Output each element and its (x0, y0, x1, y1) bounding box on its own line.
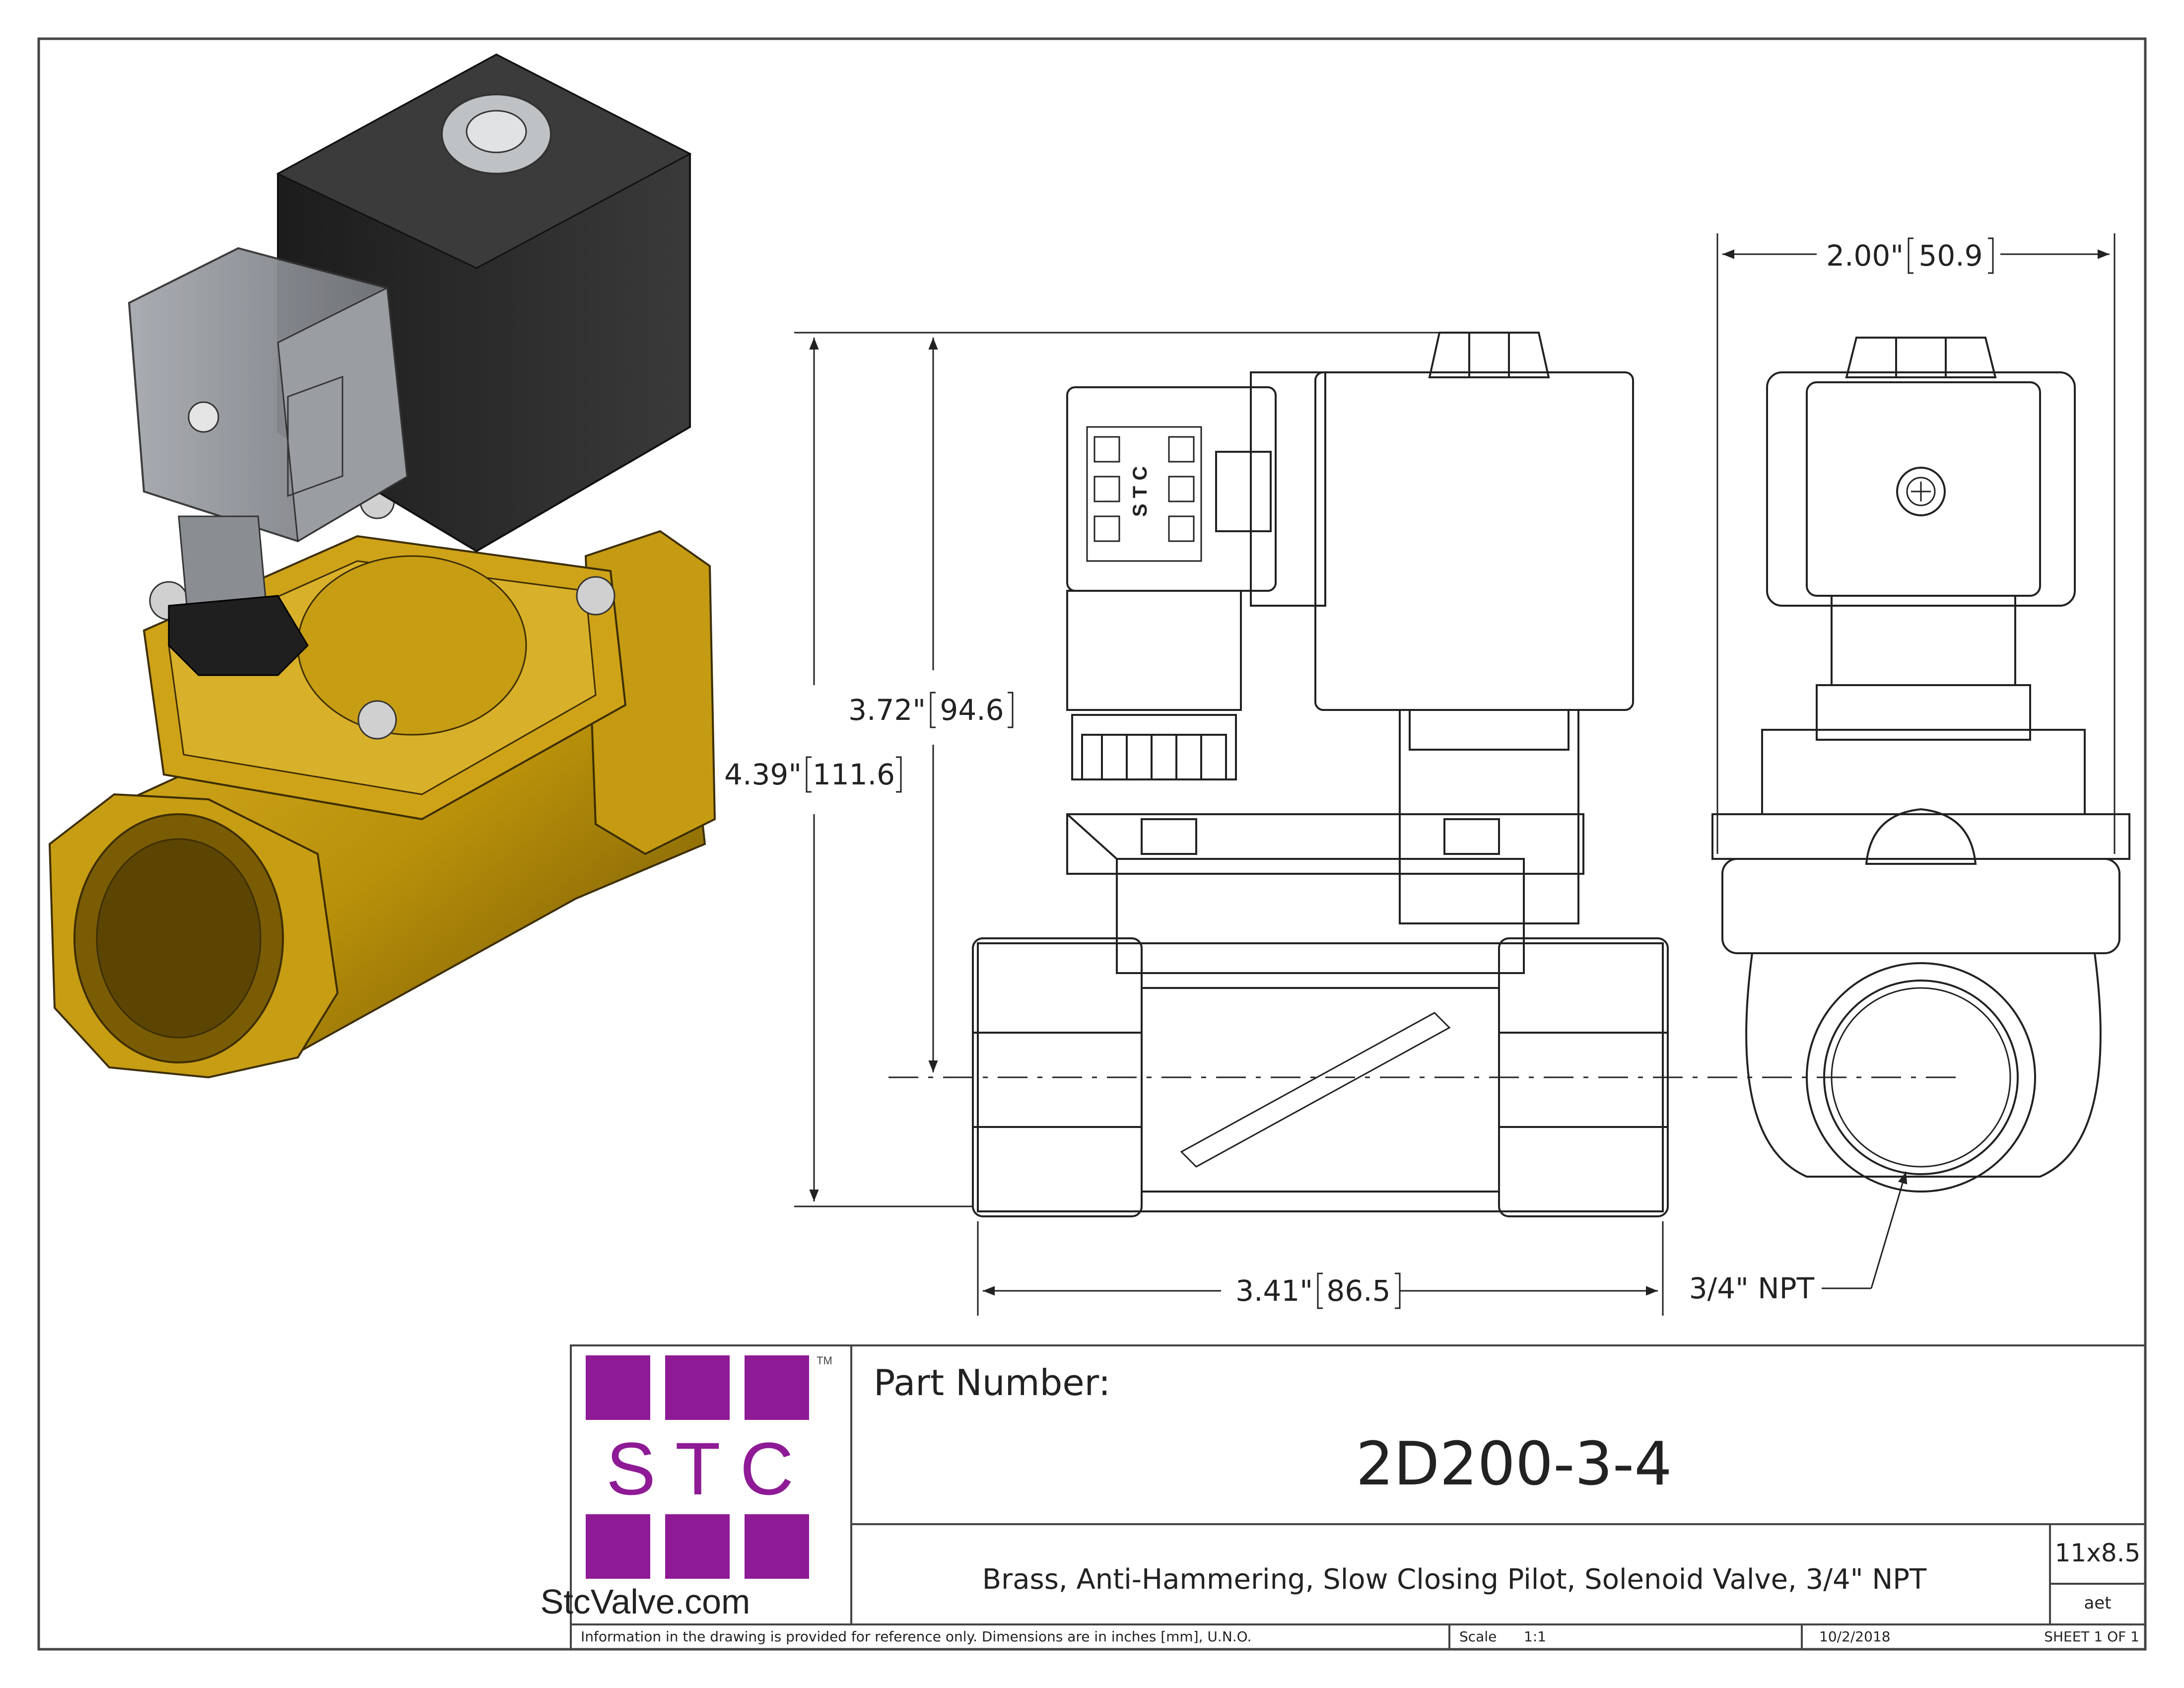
part-description: Brass, Anti-Hammering, Slow Closing Pilo… (982, 1563, 1927, 1596)
overall-length-dim: 3.41" (1235, 1274, 1313, 1308)
width-dim: 2.00" (1826, 239, 1904, 273)
dimension-lines (794, 233, 2116, 1316)
disclaimer: Information in the drawing is provided f… (581, 1628, 1251, 1645)
scale-label: Scale (1459, 1628, 1497, 1645)
overall-length-dim-mm: 86.5 (1326, 1274, 1390, 1308)
stc-logo (586, 1355, 809, 1579)
height-centerline-dim: 3.72" (848, 693, 926, 727)
outlet-port (1806, 962, 2036, 1193)
scale-value: 1:1 (1524, 1628, 1546, 1645)
side-connector-screw (1896, 467, 1946, 516)
logo-website: StcValve.com (541, 1582, 751, 1621)
title-block (570, 1344, 2146, 1650)
badge-letters: S T C (1129, 466, 1151, 517)
dimension-brackets (806, 237, 1994, 1309)
isometric-valve-view (48, 53, 716, 1079)
logo-trademark: TM (817, 1354, 832, 1367)
logo-brand: S T C (606, 1427, 794, 1510)
part-number-label: Part Number: (874, 1362, 1110, 1404)
sheet-size: 11x8.5 (2055, 1539, 2141, 1567)
side-view (1711, 337, 2130, 1193)
front-view (972, 332, 1669, 1217)
drawn-by: aet (2084, 1593, 2111, 1613)
overall-height-dim: 4.39" (724, 758, 802, 791)
part-number: 2D200-3-4 (1356, 1430, 1672, 1499)
overall-height-dim-mm: 111.6 (813, 758, 895, 791)
port-callout: 3/4" NPT (1689, 1271, 1815, 1305)
connector-screw (188, 401, 219, 433)
connector-badge (1086, 426, 1202, 562)
width-dim-mm: 50.9 (1918, 239, 1982, 273)
sheet-number: SHEET 1 OF 1 (2044, 1628, 2139, 1645)
drawing-date: 10/2/2018 (1819, 1628, 1891, 1645)
height-centerline-dim-mm: 94.6 (940, 693, 1004, 727)
